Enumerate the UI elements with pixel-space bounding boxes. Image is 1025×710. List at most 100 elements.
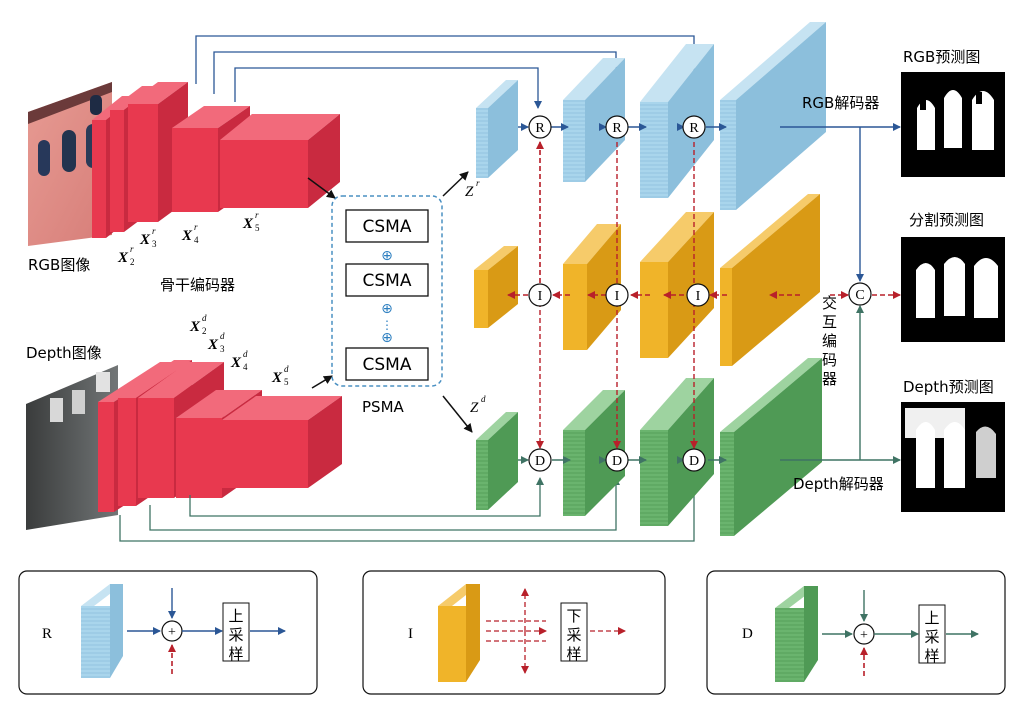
depth-encoder-stack [98, 360, 342, 512]
svg-text:R: R [612, 121, 622, 136]
svg-text:+: + [860, 628, 868, 643]
svg-text:5: 5 [284, 377, 289, 387]
depth-decoder-label: Depth解码器 [793, 475, 884, 493]
svg-text:2: 2 [130, 257, 135, 267]
svg-text:I: I [615, 289, 620, 304]
svg-text:d: d [284, 364, 289, 374]
depth-encoder-block-5 [222, 396, 342, 488]
rgb-decoder-block-1 [476, 80, 518, 178]
op-r-2: R [605, 115, 629, 139]
svg-text:CSMA: CSMA [363, 355, 412, 375]
svg-text:r: r [194, 222, 198, 232]
rgb-decoder-block-4 [720, 22, 826, 210]
psma-plus-3: ⊕ [381, 330, 393, 346]
depth-decoder-block-3 [640, 378, 714, 526]
svg-text:r: r [255, 210, 259, 220]
svg-text:X: X [181, 228, 193, 244]
svg-text:4: 4 [243, 362, 248, 372]
legend-i-op: 下采样 [566, 607, 581, 663]
op-i-1: I [528, 283, 552, 307]
rgb-prediction-map [901, 72, 1005, 177]
rgb-decoder-label: RGB解码器 [802, 94, 879, 112]
svg-text:R: R [535, 121, 545, 136]
feature-label-x4r: X 4 r [181, 222, 199, 245]
depth-prediction-map [901, 402, 1005, 512]
legend-i-name: I [408, 626, 413, 642]
interactive-encoder-label: 交互编码器 [822, 294, 837, 388]
legend-r-name: R [42, 626, 52, 642]
svg-text:X: X [271, 370, 283, 386]
inter-block-2 [563, 224, 621, 350]
feature-label-x5d: X 5 d [271, 364, 289, 387]
rgb-encoder-block-5 [220, 114, 340, 208]
rgb-decoder-block-2 [563, 58, 625, 182]
svg-text:Z: Z [465, 184, 474, 200]
seg-prediction-map [901, 237, 1005, 342]
svg-text:r: r [476, 178, 480, 188]
svg-text:5: 5 [255, 223, 260, 233]
depth-decoder-block-2 [563, 390, 625, 516]
depth-decoder-block-1 [476, 412, 518, 510]
psma-module: CSMA ⊕ CSMA ⊕ ⋮ ⊕ CSMA [331, 195, 443, 387]
psma-dots: ⋮ [381, 318, 393, 332]
svg-text:C: C [855, 288, 864, 303]
csma-block-3: CSMA [345, 347, 429, 381]
rgb-encoder-stack [92, 82, 340, 238]
depth-prediction-label: Depth预测图 [903, 378, 994, 396]
svg-text:r: r [130, 244, 134, 254]
psma-plus-1: ⊕ [381, 248, 393, 264]
z-depth-label: Z d [470, 394, 486, 416]
svg-text:d: d [202, 313, 207, 323]
svg-text:X: X [139, 232, 151, 248]
inter-block-3 [640, 212, 714, 358]
decoder-blocks [474, 22, 826, 536]
svg-text:I: I [696, 289, 701, 304]
depth-feature-labels: X 2 d X 3 d X 4 d X 5 d [189, 313, 289, 387]
feature-label-x2r: X 2 r [117, 244, 135, 267]
svg-text:X: X [207, 337, 219, 353]
svg-text:d: d [243, 349, 248, 359]
feature-label-x4d: X 4 d [230, 349, 248, 372]
svg-text:+: + [168, 625, 176, 640]
svg-text:3: 3 [152, 239, 157, 249]
psma-label: PSMA [362, 398, 405, 416]
svg-text:4: 4 [194, 235, 199, 245]
legend-d: D + 上采样 [706, 570, 1006, 695]
psma-plus-2: ⊕ [381, 301, 393, 317]
op-d-2: D [605, 448, 629, 472]
svg-text:d: d [220, 331, 225, 341]
depth-image-label: Depth图像 [26, 344, 102, 362]
feature-label-x2d: X 2 d [189, 313, 207, 336]
op-circles: R R R I I I D D D C [528, 115, 872, 472]
legend-d-op: 上采样 [924, 609, 939, 665]
rgb-image-label: RGB图像 [28, 256, 90, 274]
rgb-feature-labels: X 2 r X 3 r X 4 r X 5 r [117, 210, 260, 267]
svg-text:D: D [689, 454, 699, 469]
depth-skip-connections [119, 477, 698, 542]
svg-text:CSMA: CSMA [363, 271, 412, 291]
inter-block-4 [720, 194, 820, 366]
op-r-3: R [682, 115, 706, 139]
svg-text:D: D [535, 454, 545, 469]
feature-label-x3r: X 3 r [139, 226, 157, 249]
svg-text:X: X [189, 319, 201, 335]
op-i-3: I [686, 283, 710, 307]
legend-d-name: D [742, 626, 753, 642]
feature-label-x5r: X 5 r [242, 210, 260, 233]
svg-text:R: R [689, 121, 699, 136]
svg-text:X: X [117, 250, 129, 266]
encoder-label: 骨干编码器 [160, 276, 235, 294]
svg-text:X: X [242, 216, 254, 232]
csma-block-2: CSMA [345, 263, 429, 297]
rgb-prediction-label: RGB预测图 [903, 48, 980, 66]
legend-i: I 下采样 [362, 570, 666, 695]
op-concat: C [848, 282, 872, 306]
op-r-1: R [528, 115, 552, 139]
svg-text:d: d [481, 394, 486, 404]
op-d-1: D [528, 448, 552, 472]
op-d-3: D [682, 448, 706, 472]
svg-text:CSMA: CSMA [363, 217, 412, 237]
z-rgb-label: Z r [465, 178, 480, 200]
svg-text:r: r [152, 226, 156, 236]
